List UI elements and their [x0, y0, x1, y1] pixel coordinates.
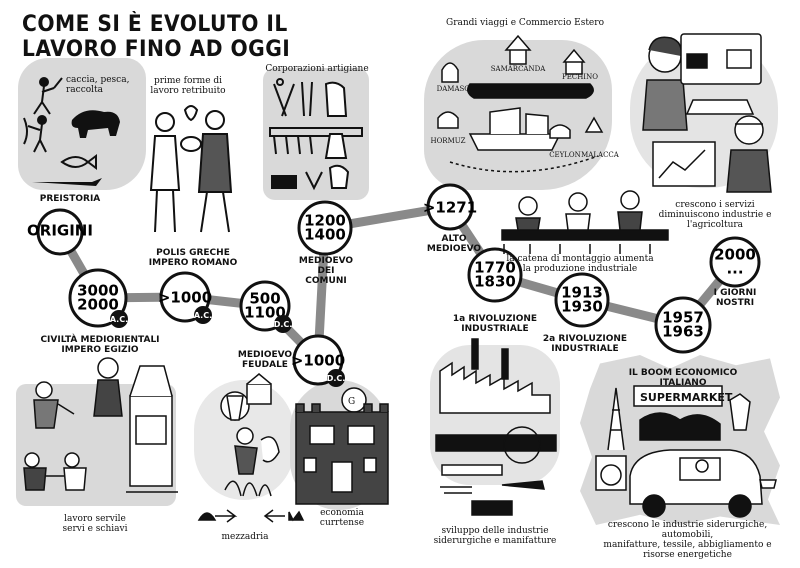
polis-label: POLIS GRECHE IMPERO ROMANO: [148, 248, 238, 268]
timeline-node-label: 1100: [244, 304, 286, 322]
caccia-label: caccia, pesca, raccolta: [66, 75, 130, 95]
timeline-node-label: >1271: [423, 198, 477, 216]
place-hormuz: HORMUZ: [430, 137, 466, 145]
seconda-rivoluzione-label: 2a RIVOLUZIONE INDUSTRIALE: [542, 334, 628, 354]
medioevo-feudale-label: MEDIOEVO FEUDALE: [237, 350, 293, 370]
viaggi-illustration: [437, 34, 604, 173]
timeline-node-origini: ORIGINI: [27, 208, 93, 256]
era-tag: D.C.: [274, 320, 293, 329]
prima-rivoluzione-label: 1a RIVOLUZIONE INDUSTRIALE: [452, 314, 538, 334]
page-title: COME SI È EVOLUTO IL LAVORO FINO AD OGGI: [22, 12, 291, 62]
timeline-node-label: ORIGINI: [27, 222, 93, 240]
timeline-node-n2000: 2000...: [709, 236, 761, 288]
boom-label: IL BOOM ECONOMICO ITALIANO: [628, 368, 738, 388]
polis-illustration: [149, 105, 233, 233]
timeline-node-label: 1830: [474, 273, 516, 291]
prime-forme-label: prime forme di lavoro retribuito: [150, 76, 226, 96]
timeline-node-label: 500: [249, 290, 280, 308]
civilta-label: CIVILTÀ MEDIORIENTALI IMPERO EGIZIO: [40, 335, 160, 355]
medioevo-comuni-label: MEDIOEVO DEI COMUNI: [298, 256, 354, 286]
supermarket-sign: SUPERMARKET: [640, 391, 733, 404]
timeline-node-label: 1913: [561, 284, 603, 302]
timeline-node-label: >1000: [291, 351, 345, 369]
timeline-node-label: 1957: [662, 309, 704, 327]
place-pechino: PECHINO: [562, 73, 598, 81]
grandi-viaggi-label: Grandi viaggi e Commercio Estero: [446, 18, 604, 28]
sviluppo-label: sviluppo delle industrie siderurgiche e …: [433, 526, 557, 546]
preistoria-illustration: [23, 77, 120, 186]
mezzadria-label: mezzadria: [221, 532, 269, 542]
comuni-illustration: G: [295, 387, 389, 505]
corporazioni-label: Corporazioni artigiane: [265, 64, 369, 74]
place-damasco: DAMASCO: [436, 85, 476, 93]
timeline-node-label: 3000: [77, 282, 119, 300]
svg-text:G: G: [348, 397, 355, 407]
bison-icon: [71, 110, 120, 138]
timeline-node-label: 2000: [714, 246, 756, 264]
timeline-node-label: ...: [726, 260, 743, 278]
place-samarcanda: SAMARCANDA: [490, 65, 546, 73]
feudale-illustration: [197, 373, 305, 523]
timeline-node-label: 1770: [474, 259, 516, 277]
oil-rig-icon: [607, 387, 625, 451]
era-tag: A.C.: [194, 311, 212, 320]
crescono-label: crescono le industrie siderurgiche, auto…: [603, 520, 772, 560]
servizi-illustration: [642, 33, 772, 193]
timeline-node-label: 1400: [304, 226, 346, 244]
timeline-node-label: 1930: [561, 298, 603, 316]
catena-label: la catena di montaggio aumenta la produz…: [506, 254, 654, 274]
place-ceylon: CEYLON: [549, 151, 581, 159]
catena-illustration: [501, 190, 669, 254]
timeline-node-label: 1200: [304, 212, 346, 230]
corporazioni-illustration: [269, 78, 363, 191]
era-tag: A.C.: [110, 315, 128, 324]
era-tag: D.C.: [327, 374, 346, 383]
alto-medioevo-label: ALTO MEDIOEVO: [426, 234, 482, 254]
timeline-node-label: 1963: [662, 323, 704, 341]
boom-illustration: SUPERMARKET: [595, 385, 777, 518]
lavoro-servile-label: lavoro servile servi e schiavi: [62, 514, 128, 534]
industria-illustration: [435, 338, 557, 516]
servizi-label: crescono i servizi diminuiscono industri…: [658, 200, 772, 230]
economia-label: economia currtense: [319, 508, 365, 528]
egitto-illustration: [23, 357, 178, 493]
preistoria-label: PREISTORIA: [39, 194, 101, 204]
timeline-node-n1271: >1271: [423, 183, 477, 231]
timeline-node-label: >1000: [158, 288, 212, 306]
place-malacca: MALACCA: [581, 151, 619, 159]
giorni-nostri-label: I GIORNI NOSTRI: [713, 288, 757, 308]
fish-icon: [60, 154, 97, 170]
timeline-node-label: 2000: [77, 296, 119, 314]
